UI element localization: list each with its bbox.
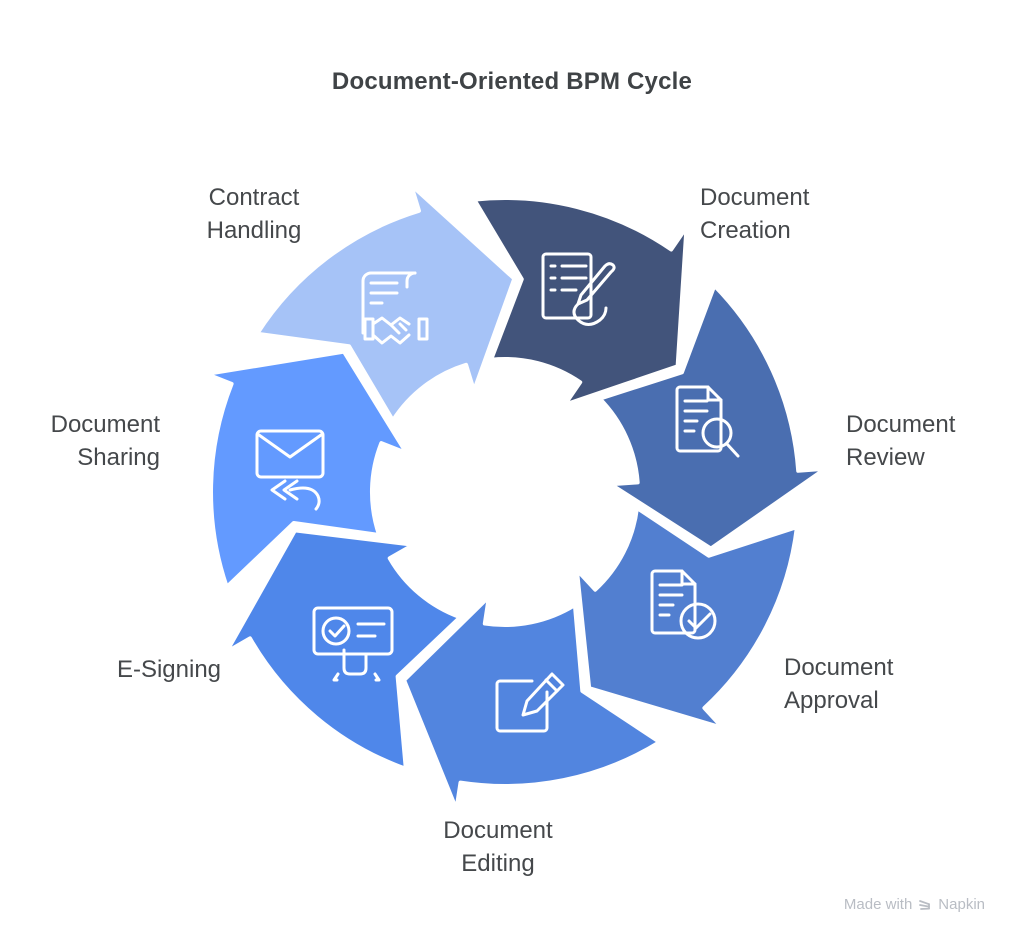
esign-screen-hand-icon xyxy=(312,606,394,682)
page-title: Document-Oriented BPM Cycle xyxy=(331,68,693,95)
watermark-brand: Napkin xyxy=(938,896,985,913)
document-check-icon xyxy=(650,569,717,640)
step-label-document-editing: Document Editing xyxy=(443,817,553,877)
edit-square-pencil-icon xyxy=(495,672,565,733)
document-magnifier-icon xyxy=(675,385,740,458)
document-pen-icon xyxy=(541,252,616,326)
contract-handshake-icon xyxy=(361,271,429,345)
cycle-segment-7 xyxy=(255,183,517,423)
step-label-contract-handling: Contract Handling xyxy=(206,184,302,244)
step-label-document-creation: Document Creation xyxy=(700,184,810,244)
cycle-ring xyxy=(204,183,828,812)
step-label-document-sharing: Document Sharing xyxy=(50,411,160,471)
step-label-e-signing: E-Signing xyxy=(116,656,222,683)
cycle-segment-6 xyxy=(204,349,409,589)
cycle-segment-3 xyxy=(574,505,799,730)
cycle-segment-2 xyxy=(597,283,828,551)
envelope-reply-icon xyxy=(255,429,325,511)
step-label-document-approval: Document Approval xyxy=(784,654,894,714)
napkin-logo-icon xyxy=(919,899,931,910)
cycle-segment-4 xyxy=(402,594,662,812)
step-label-document-review: Document Review xyxy=(846,411,956,471)
watermark-prefix: Made with xyxy=(843,896,913,913)
watermark: Made with Napkin xyxy=(844,896,985,913)
